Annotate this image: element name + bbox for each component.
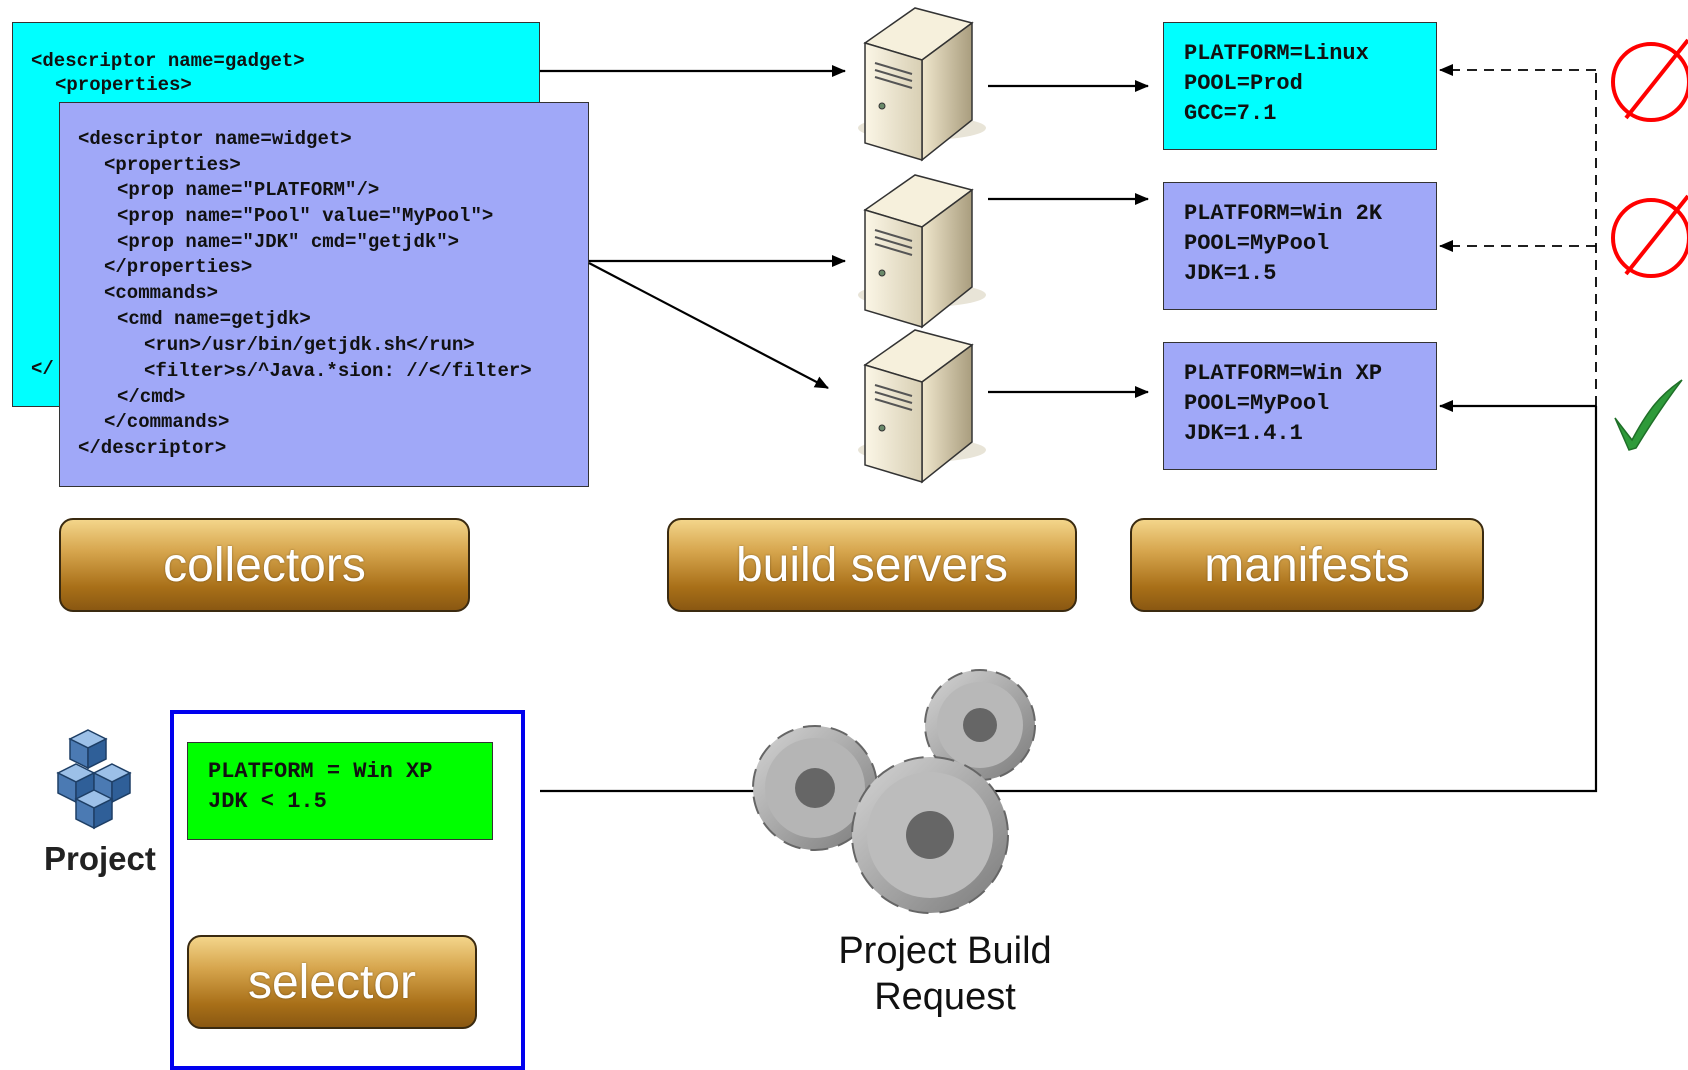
selector-criteria-box: PLATFORM = Win XP JDK < 1.5 [187,742,493,840]
selector-label: selector [187,935,477,1029]
widget-line: <run>/usr/bin/getjdk.sh</run> [144,334,475,356]
criteria-line: PLATFORM = Win XP [208,759,433,784]
arrow-widget-to-server3 [588,262,829,389]
server-icon [858,329,986,484]
widget-line: <properties> [104,154,241,176]
criteria-line: JDK < 1.5 [208,789,327,814]
server-icon [858,174,986,329]
gadget-line: <properties> [55,74,192,96]
widget-line: <commands> [104,282,219,304]
widget-line: </properties> [104,256,253,278]
widget-line: <prop name="PLATFORM"/> [117,179,380,201]
caption-line-1: Project Build [838,930,1052,972]
project-cubes-icon [56,729,132,830]
manifest-line: GCC=7.1 [1184,101,1277,126]
manifest-line: JDK=1.5 [1184,261,1277,286]
manifest-line: PLATFORM=Win 2K [1184,201,1383,226]
manifest-linux: PLATFORM=Linux POOL=Prod GCC=7.1 [1163,22,1437,150]
gadget-line: <descriptor name=gadget> [31,50,305,72]
manifest-line: POOL=Prod [1184,71,1303,96]
check-icon [1614,379,1683,451]
reject-icon [1611,38,1688,122]
manifest-line: POOL=MyPool [1184,391,1330,416]
manifest-line: POOL=MyPool [1184,231,1330,256]
manifest-winxp: PLATFORM=Win XP POOL=MyPool JDK=1.4.1 [1163,342,1437,470]
gears-icon [752,669,1036,914]
widget-line: <descriptor name=widget> [78,128,352,150]
widget-line: </commands> [104,411,230,433]
manifest-win2k: PLATFORM=Win 2K POOL=MyPool JDK=1.5 [1163,182,1437,310]
manifest-line: PLATFORM=Linux [1184,41,1369,66]
widget-line: </descriptor> [78,437,227,459]
reject-icon [1611,194,1688,278]
widget-line: <prop name="JDK" cmd="getjdk"> [117,231,460,253]
widget-line: <cmd name=getjdk> [117,308,311,330]
manifest-line: JDK=1.4.1 [1184,421,1303,446]
gadget-line: </ [31,358,54,380]
server-icon [858,7,986,162]
widget-line: </cmd> [117,386,186,408]
widget-line: <prop name="Pool" value="MyPool"> [117,205,494,227]
selector-match-line [540,406,1598,793]
manifests-label: manifests [1130,518,1484,612]
caption-line-2: Request [874,976,1016,1018]
manifest-line: PLATFORM=Win XP [1184,361,1383,386]
project-label: Project [44,840,156,877]
build-servers-label: build servers [667,518,1077,612]
widget-line: <filter>s/^Java.*sion: //</filter> [144,360,532,382]
collectors-label: collectors [59,518,470,612]
widget-descriptor-box: <descriptor name=widget> <properties> <p… [59,102,589,487]
build-request-caption: Project Build Request [780,928,1110,1020]
